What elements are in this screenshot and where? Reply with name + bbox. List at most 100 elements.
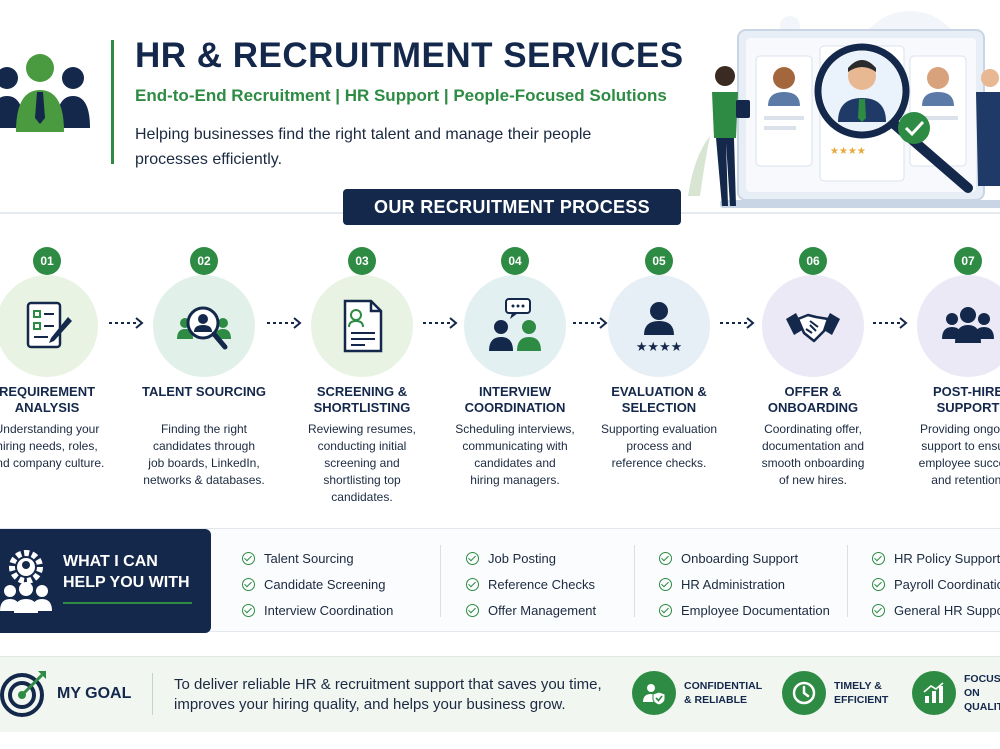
- handshake-icon: [786, 313, 840, 343]
- step-title: TALENT SOURCING: [142, 384, 266, 399]
- service-label: Reference Checks: [488, 576, 595, 592]
- service-item: HR Administration: [659, 571, 830, 597]
- dotted-arrow-icon: [873, 317, 908, 329]
- dotted-arrow-icon: [720, 317, 755, 329]
- service-item: General HR Support: [872, 597, 1000, 623]
- heading-underline: [63, 602, 192, 604]
- step-description: Reviewing resumes, conducting initial sc…: [307, 422, 417, 504]
- svg-text:★★★★: ★★★★: [636, 340, 683, 355]
- services-column-1: Talent Sourcing Candidate Screening Inte…: [242, 545, 393, 623]
- check-circle-icon: [872, 577, 885, 591]
- service-label: Candidate Screening: [264, 576, 386, 592]
- services-column-4: HR Policy Support Payroll Coordination G…: [872, 545, 1000, 623]
- recruitment-illustration: ★★★★: [688, 11, 1000, 208]
- badge-quality: FOCUSED ON QUALITY: [912, 671, 1000, 715]
- check-circle-icon: [466, 577, 479, 591]
- process-heading: OUR RECRUITMENT PROCESS: [343, 189, 681, 225]
- team-logo-icon: [0, 54, 90, 132]
- target-icon: [0, 671, 46, 717]
- badge-label: TIMELY & EFFICIENT: [834, 680, 889, 706]
- step-description: Supporting evaluation process and refere…: [600, 422, 718, 470]
- dotted-arrow-icon: [423, 317, 458, 329]
- step-description: Finding the right candidates through job…: [143, 422, 265, 487]
- column-separator: [634, 545, 635, 617]
- check-circle-icon: [466, 603, 479, 617]
- check-circle-icon: [242, 603, 255, 617]
- dotted-arrow-icon: [267, 317, 302, 329]
- step-icon-circle: [917, 275, 1000, 377]
- service-item: Candidate Screening: [242, 571, 393, 597]
- page-title: HR & RECRUITMENT SERVICES: [135, 36, 684, 75]
- step-number: 07: [954, 247, 982, 275]
- service-label: Interview Coordination: [264, 602, 394, 618]
- service-item: Employee Documentation: [659, 597, 830, 623]
- check-circle-icon: [242, 551, 255, 565]
- check-circle-icon: [659, 577, 672, 591]
- rated-person-icon: ★★★★: [636, 302, 683, 355]
- step-title: OFFER & ONBOARDING: [767, 384, 859, 415]
- check-circle-icon: [872, 551, 885, 565]
- dotted-arrow-icon: [573, 317, 608, 329]
- step-title: EVALUATION & SELECTION: [611, 384, 707, 415]
- services-column-2: Job Posting Reference Checks Offer Manag…: [466, 545, 596, 623]
- service-item: Interview Coordination: [242, 597, 393, 623]
- magnifier-people-icon: [177, 306, 231, 350]
- service-label: Payroll Coordination: [894, 576, 1000, 592]
- step-number: 06: [799, 247, 827, 275]
- service-item: Talent Sourcing: [242, 545, 393, 571]
- document-pen-icon: [26, 301, 72, 349]
- goal-separator: [152, 673, 153, 715]
- service-item: Offer Management: [466, 597, 596, 623]
- step-title: REQUIREMENT ANALYSIS: [0, 384, 96, 415]
- service-label: Offer Management: [488, 602, 597, 618]
- header-accent-line: [111, 40, 114, 164]
- team-icon: [942, 307, 994, 343]
- column-separator: [847, 545, 848, 617]
- check-circle-icon: [872, 603, 885, 617]
- services-column-3: Onboarding Support HR Administration Emp…: [659, 545, 830, 623]
- step-icon-circle: [762, 275, 864, 377]
- badge-confidential: CONFIDENTIAL & RELIABLE: [632, 671, 762, 715]
- goal-label: MY GOAL: [57, 685, 132, 702]
- step-number: 05: [645, 247, 673, 275]
- dotted-arrow-icon: [109, 317, 144, 329]
- step-number: 01: [33, 247, 61, 275]
- step-title: POST-HIRE SUPPORT: [932, 384, 1000, 415]
- page-subtitle: End-to-End Recruitment | HR Support | Pe…: [135, 86, 667, 105]
- service-label: Job Posting: [488, 550, 556, 566]
- service-label: Employee Documentation: [681, 602, 830, 618]
- services-section: WHAT I CAN HELP YOU WITH Talent Sourcing…: [0, 528, 1000, 633]
- step-title: INTERVIEW COORDINATION: [464, 384, 566, 415]
- service-label: HR Policy Support: [894, 550, 1000, 566]
- services-heading-box: WHAT I CAN HELP YOU WITH: [0, 529, 211, 633]
- badge-icon-circle: [632, 671, 676, 715]
- resume-icon: [343, 299, 383, 353]
- check-circle-icon: [659, 551, 672, 565]
- step-description: Providing ongoing support to ensure empl…: [918, 422, 1000, 487]
- step-description: Coordinating offer, documentation and sm…: [761, 422, 865, 487]
- service-label: Talent Sourcing: [264, 550, 354, 566]
- step-icon-circle: [464, 275, 566, 377]
- step-description: Understanding your hiring needs, roles, …: [0, 422, 105, 470]
- shield-person-icon: [643, 684, 666, 706]
- service-label: HR Administration: [681, 576, 786, 592]
- badge-timely: TIMELY & EFFICIENT: [782, 671, 888, 715]
- column-separator: [440, 545, 441, 617]
- goal-section: MY GOAL To deliver reliable HR & recruit…: [0, 656, 1000, 732]
- step-number: 04: [501, 247, 529, 275]
- goal-text: To deliver reliable HR & recruitment sup…: [174, 676, 602, 713]
- service-item: Onboarding Support: [659, 545, 830, 571]
- step-description: Scheduling interviews, communicating wit…: [455, 422, 575, 487]
- check-circle-icon: [242, 577, 255, 591]
- step-number: 03: [348, 247, 376, 275]
- step-icon-circle: [153, 275, 255, 377]
- header: HR & RECRUITMENT SERVICES End-to-End Rec…: [0, 0, 1000, 208]
- services-heading: WHAT I CAN HELP YOU WITH: [63, 553, 190, 591]
- check-circle-icon: [659, 603, 672, 617]
- step-icon-circle: [311, 275, 413, 377]
- check-circle-icon: [466, 551, 479, 565]
- step-icon-circle: [0, 275, 98, 377]
- step-icon-circle: ★★★★: [608, 275, 710, 377]
- clock-icon: [792, 681, 816, 705]
- service-label: Onboarding Support: [681, 550, 799, 566]
